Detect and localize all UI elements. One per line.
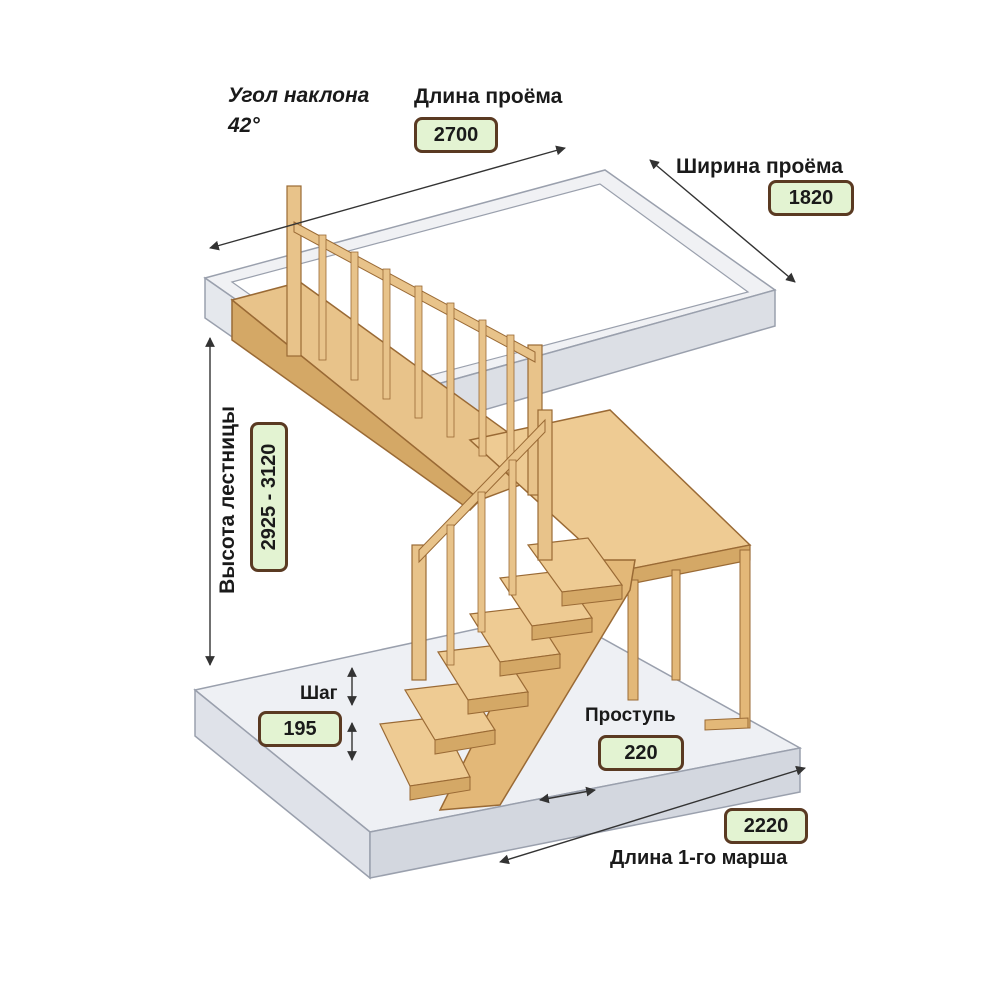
dimension-lines xyxy=(205,145,806,865)
tread-label: Проступь xyxy=(585,705,676,726)
stair-height-badge: 2925 - 3120 xyxy=(250,422,288,572)
first-flight-badge: 2220 xyxy=(724,808,808,844)
opening-width-badge: 1820 xyxy=(768,180,854,216)
step-label: Шаг xyxy=(300,683,338,704)
lower-railing xyxy=(411,409,553,681)
angle-label: Угол наклона xyxy=(228,84,370,107)
tread-badge: 220 xyxy=(598,735,684,771)
opening-length-label: Длина проёма xyxy=(414,85,563,108)
opening-length-badge: 2700 xyxy=(414,117,498,153)
stair-height-label: Высота лестницы xyxy=(216,406,239,594)
step-badge: 195 xyxy=(258,711,342,747)
angle-value: 42° xyxy=(228,114,260,137)
opening-width-label: Ширина проёма xyxy=(676,155,843,178)
first-flight-label: Длина 1-го марша xyxy=(610,847,788,869)
